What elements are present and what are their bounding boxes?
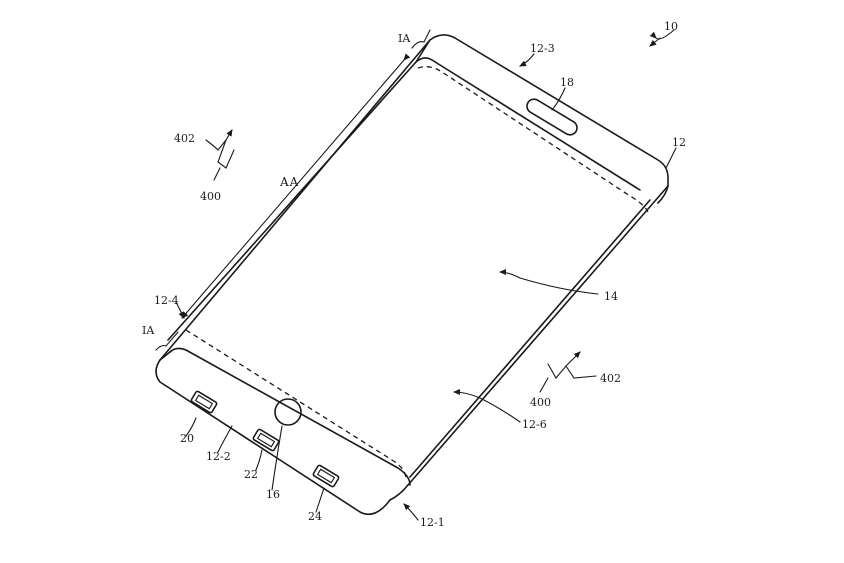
ports xyxy=(190,390,340,488)
label-fig-ref: 10 xyxy=(664,20,678,33)
label-inactive-top: IA xyxy=(398,32,411,45)
label-axis-400-left: 400 xyxy=(200,190,221,203)
axis-symbol-left xyxy=(205,129,235,181)
ia-bottom-bracket xyxy=(155,331,179,351)
speaker-slot xyxy=(526,98,578,136)
home-button xyxy=(274,398,302,426)
reference-labels: 10 12 12-3 18 14 12-6 12-1 12-2 12-4 AA … xyxy=(142,20,686,529)
label-button: 16 xyxy=(266,488,280,501)
ia-top-bracket xyxy=(411,29,431,49)
label-speaker: 18 xyxy=(560,76,574,89)
label-active-area: AA xyxy=(279,175,299,189)
port-24 xyxy=(312,464,340,488)
label-bottom-corner: 12-1 xyxy=(420,516,445,529)
label-display: 14 xyxy=(604,290,618,303)
axis-symbol-right xyxy=(539,351,597,393)
label-axis-402-left: 402 xyxy=(174,132,195,145)
active-area-dimension xyxy=(181,53,411,319)
label-side-region: 12-6 xyxy=(522,418,547,431)
leader-lines xyxy=(175,29,677,521)
label-axis-400-right: 400 xyxy=(530,396,551,409)
label-axis-402-right: 402 xyxy=(600,372,621,385)
label-housing: 12 xyxy=(672,136,686,149)
label-bottom-edge: 12-2 xyxy=(206,450,231,463)
label-left-corner: 12-4 xyxy=(154,294,179,307)
port-20 xyxy=(190,390,218,414)
label-housing-top: 12-3 xyxy=(530,42,555,55)
device-housing xyxy=(155,34,669,516)
label-inactive-bottom: IA xyxy=(142,324,155,337)
port-22 xyxy=(252,428,280,452)
label-port-middle: 22 xyxy=(244,468,258,481)
active-area-boundaries xyxy=(185,66,649,479)
label-port-left: 20 xyxy=(180,432,194,445)
label-port-right: 24 xyxy=(308,510,322,523)
